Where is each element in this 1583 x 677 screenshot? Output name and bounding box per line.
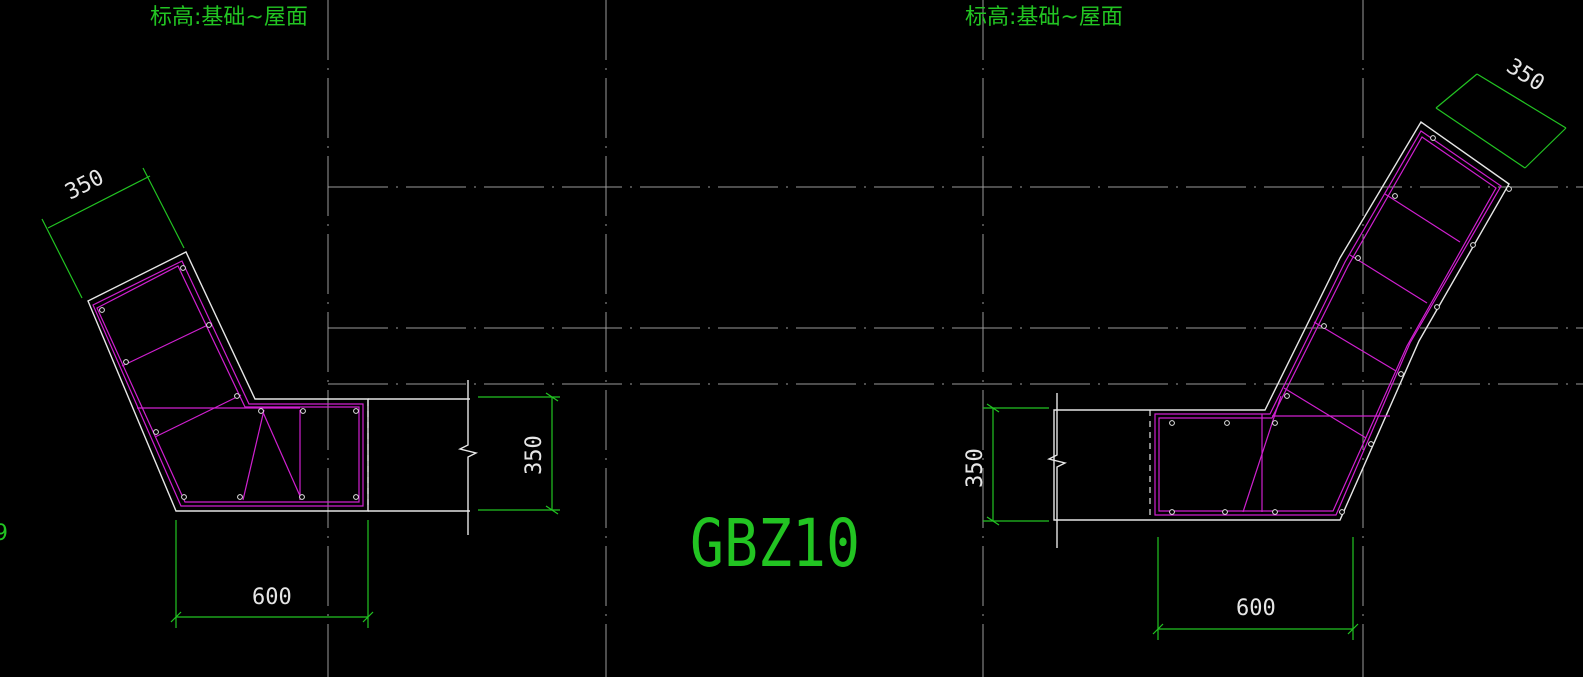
left-column-section: 350 350 600 [41, 165, 560, 628]
left-rebar-dot [181, 494, 187, 500]
left-rebar-dot [153, 429, 159, 435]
left-rebar-dot [234, 393, 240, 399]
left-stirrup-outer [92, 260, 364, 507]
left-tie [261, 409, 301, 497]
right-dim-height-text: 350 [963, 448, 988, 488]
left-dim-tick [170, 611, 182, 623]
right-rebar-dot [1222, 509, 1228, 515]
right-tie [1349, 254, 1428, 304]
left-dim-tick [545, 392, 559, 402]
right-dim-tick [1152, 623, 1164, 635]
right-rebar-dot [1506, 186, 1512, 192]
left-dim-tick [545, 505, 559, 515]
right-column-outline [1053, 120, 1510, 521]
left-dim-diagonal-line [47, 175, 151, 229]
right-tie [1313, 321, 1397, 372]
right-break-line [1046, 393, 1068, 548]
right-rebar-dot [1169, 420, 1175, 426]
left-dim-diagonal-text: 350 [61, 165, 108, 205]
right-dim-diagonal-text: 350 [1502, 54, 1549, 97]
left-rebar-dot [180, 265, 186, 271]
right-dim-diagonal-line [1435, 73, 1478, 109]
right-rebar-dot [1284, 393, 1290, 399]
left-stirrup-inner [96, 265, 360, 503]
right-rebar-dot [1398, 371, 1404, 377]
edge-digit-fragment: 9 [0, 521, 8, 546]
right-tie [1283, 387, 1367, 439]
left-rebar-dot [237, 494, 243, 500]
left-dim-tick [362, 611, 374, 623]
right-rebar-dot [1272, 420, 1278, 426]
elevation-label-right: 标高:基础~屋面 [965, 5, 1123, 30]
right-column-section: 350 350 600 [963, 54, 1567, 640]
left-dim-diagonal-ext [41, 218, 83, 299]
left-dim-width-text: 600 [252, 585, 292, 610]
right-rebar-dot [1392, 193, 1398, 199]
left-dim-diagonal-ext [142, 167, 185, 249]
right-rebar-dot [1272, 509, 1278, 515]
right-rebar-dot [1355, 255, 1361, 261]
grid-lines [327, 0, 1583, 677]
left-tie [154, 394, 242, 438]
right-dim-diagonal-line [1524, 127, 1567, 169]
right-dim-tick [986, 516, 1000, 526]
right-dim-diagonal-line [1435, 107, 1526, 169]
right-dim-width-text: 600 [1236, 596, 1276, 621]
right-dim-tick [986, 403, 1000, 413]
left-rebar-dot [353, 408, 359, 414]
right-rebar-dot [1368, 441, 1374, 447]
right-rebar-dot [1224, 420, 1230, 426]
right-rebar-dot [1339, 509, 1345, 515]
left-rebar-dot [123, 359, 129, 365]
right-rebar-dot [1169, 509, 1175, 515]
left-tie [121, 322, 213, 367]
left-rebar-dot [299, 494, 305, 500]
left-rebar-dot [206, 322, 212, 328]
left-break-line [457, 380, 479, 535]
right-dim-tick [1347, 623, 1359, 635]
elevation-label-left: 标高:基础~屋面 [150, 5, 308, 30]
left-rebar-dot [99, 307, 105, 313]
left-rebar-dot [300, 408, 306, 414]
left-rebar-dot [258, 408, 264, 414]
right-tie [1384, 193, 1461, 243]
right-stirrup-outer [1154, 130, 1502, 516]
member-id-label: GBZ10 [690, 505, 860, 582]
left-tie [242, 409, 265, 501]
left-rebar-dot [353, 494, 359, 500]
right-rebar-dot [1434, 304, 1440, 310]
right-rebar-dot [1430, 135, 1436, 141]
right-rebar-dot [1470, 242, 1476, 248]
right-stirrup-inner [1158, 136, 1497, 512]
right-tie [1242, 395, 1282, 513]
right-dim-diagonal-line [1476, 73, 1567, 129]
right-rebar-dot [1321, 323, 1327, 329]
left-dim-height-text: 350 [522, 435, 547, 475]
